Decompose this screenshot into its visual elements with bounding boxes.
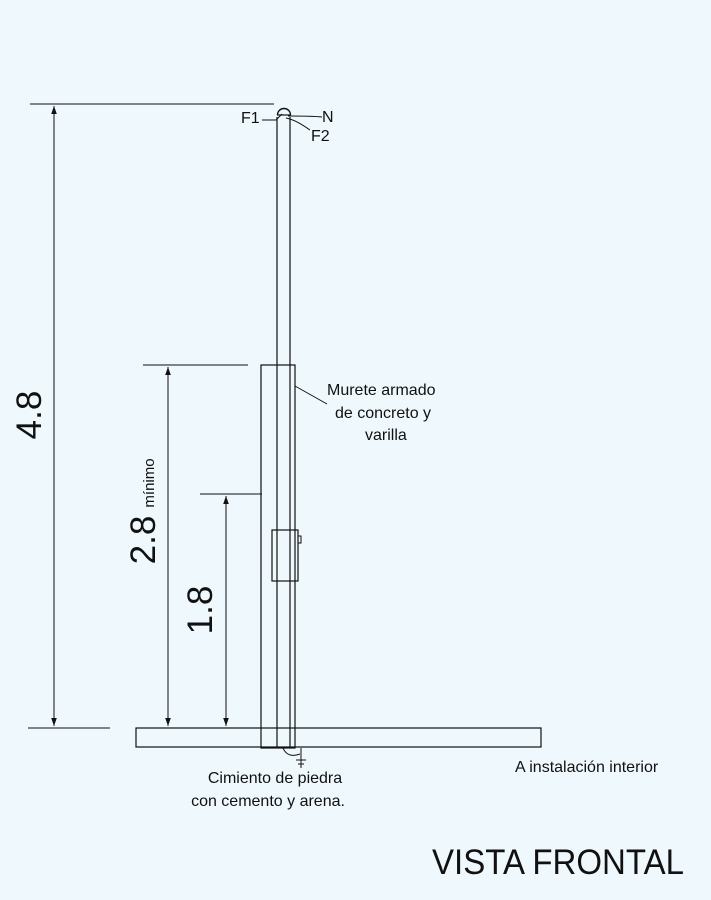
wall-annotation-line3: varilla <box>365 427 407 444</box>
grounding-rod <box>282 747 306 768</box>
foundation-slab <box>135 727 542 748</box>
wall-annotation-line2: de concreto y <box>335 405 431 422</box>
foundation-annotation-line1: Cimiento de piedra <box>208 770 342 787</box>
meter-box <box>271 529 302 582</box>
mast-pipe <box>276 117 291 748</box>
wall-annotation-leader <box>294 385 328 405</box>
conductor-leaders <box>262 113 323 131</box>
weatherhead-icon <box>276 107 292 116</box>
wall-annotation-line1: Murete armado <box>327 382 436 399</box>
concrete-wall <box>260 364 296 749</box>
dimension-label-total: 4.8 <box>10 391 49 440</box>
conductor-label-f1: F1 <box>241 110 260 127</box>
conductor-label-n: N <box>322 109 334 126</box>
dimension-label-wall: 2.8 <box>124 516 163 565</box>
dimension-label-meter: 1.8 <box>181 586 220 635</box>
drawing-title: VISTA FRONTAL <box>432 843 684 882</box>
foundation-annotation-line2: con cemento y arena. <box>191 793 345 810</box>
extension-lines <box>28 103 274 729</box>
interior-annotation: A instalación interior <box>515 759 659 776</box>
dimension-note-minimum: mínimo <box>141 458 158 507</box>
conductor-label-f2: F2 <box>311 128 330 145</box>
